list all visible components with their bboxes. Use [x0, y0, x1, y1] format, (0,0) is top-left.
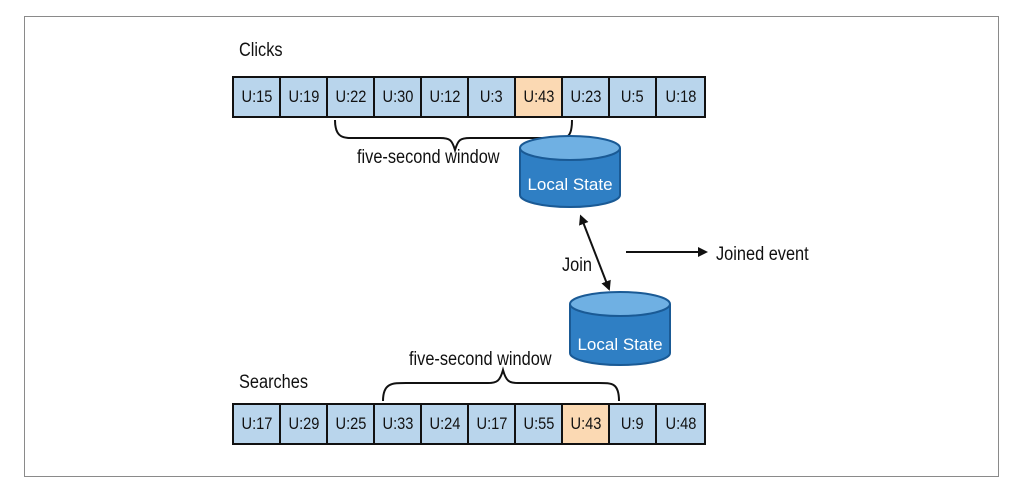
clicks-event-label: U:19 — [288, 87, 319, 106]
searches-event-label: U:29 — [288, 414, 319, 433]
searches-event-label: U:25 — [335, 414, 366, 433]
clicks-event-cell: U:12 — [422, 78, 469, 116]
local-state-top-label: Local State — [527, 175, 612, 194]
local-state-db-bottom: Local State — [569, 291, 671, 366]
clicks-window-label: five-second window — [357, 147, 500, 168]
searches-event-cell: U:24 — [422, 405, 469, 443]
clicks-event-label: U:30 — [382, 87, 413, 106]
searches-stream-label: Searches — [239, 372, 309, 393]
clicks-event-cell: U:23 — [563, 78, 610, 116]
clicks-stream-label: Clicks — [239, 40, 283, 61]
searches-event-cell: U:43 — [563, 405, 610, 443]
clicks-event-label: U:23 — [570, 87, 601, 106]
clicks-event-label: U:43 — [523, 87, 554, 106]
searches-event-label: U:9 — [621, 414, 644, 433]
searches-window-brace — [382, 366, 620, 402]
searches-window-label: five-second window — [409, 349, 552, 370]
clicks-event-cell: U:43 — [516, 78, 563, 116]
clicks-event-label: U:3 — [480, 87, 503, 106]
searches-event-cell: U:29 — [281, 405, 328, 443]
clicks-event-cell: U:30 — [375, 78, 422, 116]
clicks-event-label: U:12 — [429, 87, 460, 106]
searches-event-cell: U:25 — [328, 405, 375, 443]
local-state-db-top: Local State — [519, 135, 621, 208]
searches-event-label: U:24 — [429, 414, 460, 433]
searches-event-label: U:17 — [241, 414, 272, 433]
local-state-bottom-label: Local State — [577, 335, 662, 354]
searches-event-cell: U:17 — [234, 405, 281, 443]
clicks-event-cell: U:22 — [328, 78, 375, 116]
searches-event-cell: U:17 — [469, 405, 516, 443]
searches-event-cell: U:55 — [516, 405, 563, 443]
clicks-stream: U:15 U:19 U:22 U:30 U:12 U:3 U:43 U:23 U:5 U:18 — [232, 76, 706, 118]
searches-event-cell: U:48 — [657, 405, 704, 443]
searches-event-label: U:48 — [665, 414, 696, 433]
clicks-event-cell: U:3 — [469, 78, 516, 116]
clicks-event-label: U:15 — [241, 87, 272, 106]
clicks-event-cell: U:5 — [610, 78, 657, 116]
searches-event-cell: U:33 — [375, 405, 422, 443]
clicks-event-label: U:18 — [665, 87, 696, 106]
joined-event-label: Joined event — [716, 244, 809, 265]
searches-event-label: U:43 — [570, 414, 601, 433]
searches-event-label: U:55 — [523, 414, 554, 433]
join-arrow — [579, 214, 611, 291]
searches-event-label: U:33 — [382, 414, 413, 433]
clicks-event-label: U:5 — [621, 87, 644, 106]
clicks-event-label: U:22 — [335, 87, 366, 106]
searches-stream: U:17 U:29 U:25 U:33 U:24 U:17 U:55 U:43 U:9 U:48 — [232, 403, 706, 445]
clicks-event-cell: U:18 — [657, 78, 704, 116]
searches-event-cell: U:9 — [610, 405, 657, 443]
clicks-event-cell: U:15 — [234, 78, 281, 116]
searches-event-label: U:17 — [476, 414, 507, 433]
clicks-event-cell: U:19 — [281, 78, 328, 116]
